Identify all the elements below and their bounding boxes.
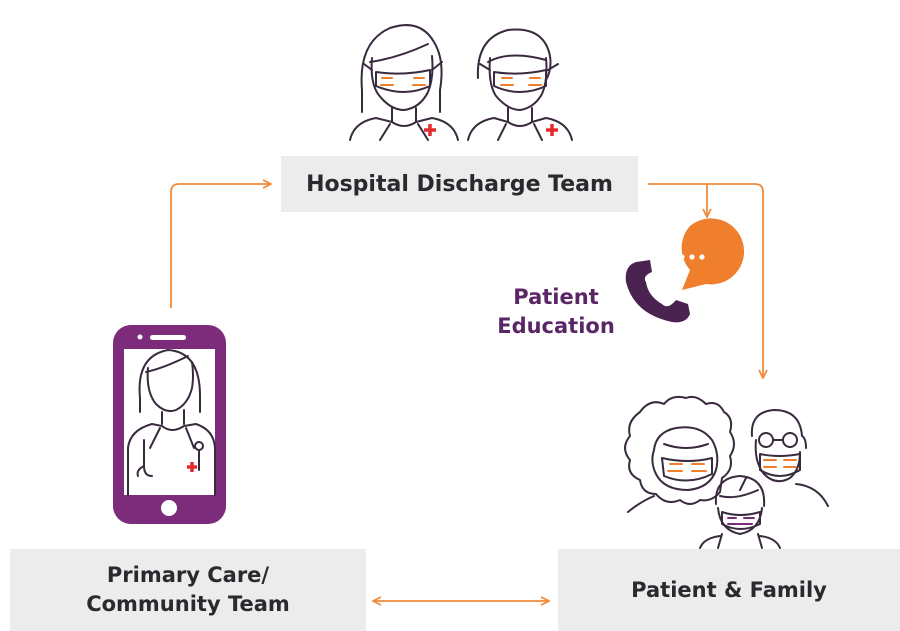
red-cross-icon [424,124,436,136]
arrow-primary-to-hospital [170,184,270,308]
hospital-discharge-team-label: Hospital Discharge Team [306,171,613,197]
child-icon [699,475,781,549]
patient-family-node: Patient & Family [558,549,900,631]
doctor-nurse-masked-icons [349,24,573,141]
primary-care-community-team-node: Primary Care/ Community Team [10,549,366,631]
patient-family-label: Patient & Family [631,578,827,602]
patient-education-label: Patient Education [497,285,615,338]
curly-hair-person-icon [624,395,735,513]
arrow-hospital-to-patient [648,183,763,377]
primary-care-community-team-label: Primary Care/ Community Team [86,563,290,616]
phone-handset-icon [625,260,690,323]
male-staff-icon [467,28,573,141]
masked-family-icon [624,395,829,549]
chat-bubble-icon [679,218,745,290]
female-staff-icon [349,24,459,141]
grandparent-glasses-icon [739,409,829,507]
smartphone-doctor-icon [113,325,226,524]
red-cross-icon [546,124,558,136]
hospital-discharge-team-node: Hospital Discharge Team [281,156,638,212]
